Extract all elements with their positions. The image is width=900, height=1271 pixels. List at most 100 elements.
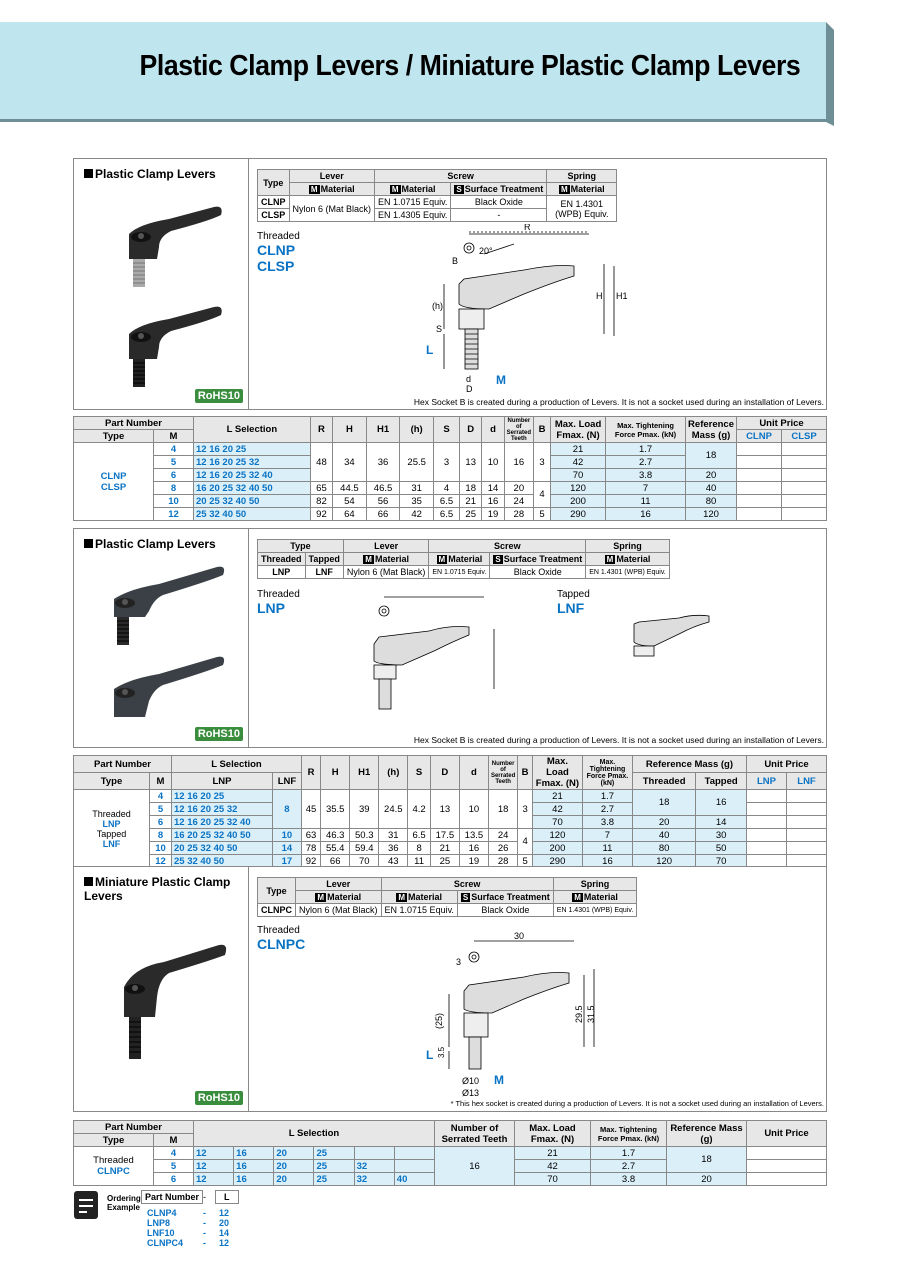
- hex-socket-note: Hex Socket B is created during a product…: [413, 397, 824, 407]
- lever-photo-2: [129, 306, 222, 387]
- price-cell[interactable]: [746, 1159, 827, 1173]
- type-label-tapped: Tapped LNF: [557, 589, 590, 616]
- order-pn-box: Part Number: [141, 1190, 204, 1204]
- price-cell[interactable]: [746, 841, 787, 855]
- price-cell[interactable]: [736, 494, 782, 508]
- price-cell[interactable]: [746, 802, 787, 816]
- order-l-box: L: [215, 1190, 239, 1204]
- type-label-threaded: Threaded LNP: [257, 589, 300, 616]
- lever-photo-3: [114, 566, 225, 645]
- dimension-drawing: R 20° B H H1 (h) S L d D M: [426, 224, 628, 394]
- price-cell[interactable]: [746, 815, 787, 829]
- svg-text:3.5: 3.5: [437, 1046, 446, 1058]
- price-cell[interactable]: [736, 507, 782, 521]
- spec-data-table-2: Part Number L Selection R H H1 (h) S D d…: [73, 755, 827, 868]
- table-row: 5 12 16 20 25 32 42 2.7: [74, 455, 827, 469]
- svg-text:S: S: [436, 324, 442, 334]
- lever-photo-1: [129, 206, 222, 287]
- rohs-badge: RoHS10: [194, 1091, 243, 1105]
- svg-text:B: B: [452, 256, 458, 266]
- svg-text:20°: 20°: [479, 246, 493, 256]
- price-cell[interactable]: [786, 815, 827, 829]
- svg-text:d: d: [466, 374, 471, 384]
- price-cell[interactable]: [781, 494, 827, 508]
- table-row: 8 16 20 25 32 40 50 65 44.5 46.5 31 4 18…: [74, 481, 827, 508]
- svg-text:29.5: 29.5: [574, 1005, 584, 1023]
- page-title: Plastic Clamp Levers / Miniature Plastic…: [139, 50, 801, 82]
- svg-text:Ø13: Ø13: [462, 1088, 479, 1098]
- ordering-icon: [74, 1191, 98, 1219]
- price-cell[interactable]: [786, 789, 827, 803]
- rohs-badge: RoHS10: [194, 389, 243, 403]
- svg-text:L: L: [426, 343, 433, 357]
- dimension-drawing-lnf: [633, 614, 710, 657]
- price-cell[interactable]: [786, 841, 827, 855]
- spec-data-table-3: Part Number L Selection Number of Serrat…: [73, 1120, 827, 1186]
- order-example-row: CLNPC4-12: [147, 1238, 230, 1248]
- price-cell[interactable]: [781, 455, 827, 469]
- order-example-row: LNP8-20: [147, 1218, 230, 1228]
- table-row: 5 12 16 20 25 32 42 2.7: [74, 1159, 827, 1173]
- hex-socket-note: * This hex socket is created during a pr…: [450, 1099, 824, 1108]
- table-row: 6 12 16 20 25 32 40 70 3.8 20: [74, 1172, 827, 1186]
- lever-photo-4: [114, 656, 225, 717]
- table-row: 8 16 20 25 32 40 50 10 63 46.3 50.3 31 6…: [74, 828, 827, 855]
- svg-text:3: 3: [456, 957, 461, 967]
- table-row: 10 20 25 32 40 50 82 54 56 35 6.5 21 16 …: [74, 494, 827, 508]
- type-label: Threaded CLNPC: [257, 925, 306, 952]
- svg-text:M: M: [494, 1073, 504, 1087]
- header-banner: [0, 22, 826, 122]
- product-photo-panel: Plastic Clamp Levers RoHS10: [74, 159, 249, 409]
- price-cell[interactable]: [736, 481, 782, 495]
- order-example-row: CLNP4-12: [147, 1208, 230, 1218]
- svg-text:31.5: 31.5: [586, 1005, 596, 1023]
- type-label: Threaded CLNP CLSP: [257, 231, 300, 274]
- table-row: 10 20 25 32 40 50 14 78 55.4 59.4 36 8 2…: [74, 841, 827, 855]
- section-clamp-levers-2: Plastic Clamp Levers RoHS10 Type Lever S…: [73, 528, 827, 748]
- svg-text:M: M: [496, 373, 506, 387]
- price-cell[interactable]: [781, 507, 827, 521]
- svg-text:L: L: [426, 1048, 433, 1062]
- svg-text:Ø10: Ø10: [462, 1076, 479, 1086]
- section-title: Miniature Plastic Clamp: [95, 875, 231, 889]
- svg-text:30: 30: [514, 931, 524, 941]
- rohs-badge: RoHS10: [194, 727, 243, 741]
- spec-data-table-1: Part Number L Selection R H H1 (h) S D d…: [73, 416, 827, 521]
- svg-text:(25): (25): [434, 1013, 444, 1029]
- product-photo-panel: Plastic Clamp Levers RoHS10: [74, 529, 249, 747]
- table-row: 12 25 32 40 50 92 64 66 42 6.5 25 19 28 …: [74, 507, 827, 521]
- hex-socket-note: Hex Socket B is created during a product…: [413, 735, 824, 745]
- price-cell[interactable]: [746, 1146, 827, 1160]
- price-cell[interactable]: [781, 468, 827, 482]
- price-cell[interactable]: [781, 442, 827, 456]
- dimension-drawing-lnp: [373, 596, 495, 710]
- price-cell[interactable]: [786, 828, 827, 842]
- section-clamp-levers: Plastic Clamp Levers RoHS10 Type Lever S…: [73, 158, 827, 410]
- price-cell[interactable]: [746, 828, 787, 842]
- price-cell[interactable]: [746, 789, 787, 803]
- price-cell[interactable]: [781, 481, 827, 495]
- price-cell[interactable]: [736, 468, 782, 482]
- header-tab-decoration: [826, 22, 834, 126]
- dimension-drawing-mini: 30 3 29.5 31.5 (25) 3.5 Ø10 Ø13 L M: [426, 931, 596, 1098]
- price-cell[interactable]: [786, 802, 827, 816]
- svg-text:H: H: [596, 291, 603, 301]
- price-cell[interactable]: [746, 1172, 827, 1186]
- svg-text:D: D: [466, 384, 473, 394]
- svg-text:(h): (h): [432, 301, 443, 311]
- order-example-row: LNF10-14: [147, 1228, 230, 1238]
- section-title: Plastic Clamp Levers: [95, 167, 216, 181]
- section-title: Plastic Clamp Levers: [95, 537, 216, 551]
- lever-photo-5: [124, 944, 227, 1059]
- svg-text:H1: H1: [616, 291, 628, 301]
- price-cell[interactable]: [736, 455, 782, 469]
- svg-text:R: R: [524, 224, 531, 232]
- price-cell[interactable]: [736, 442, 782, 456]
